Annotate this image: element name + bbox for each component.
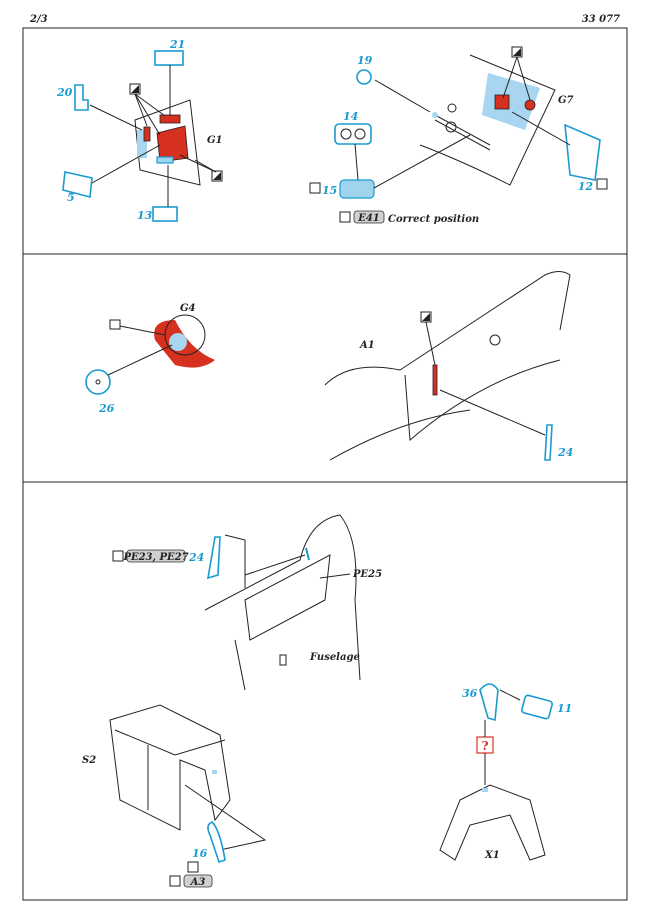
fold-icon: [187, 861, 199, 873]
part-label: 14: [343, 110, 358, 123]
part-36: [479, 683, 499, 722]
note-text: Correct position: [388, 214, 479, 225]
assembly-label: G7: [558, 95, 574, 106]
part-label: 36: [462, 687, 478, 700]
part-label: 11: [557, 702, 572, 715]
remove-icon: [112, 550, 124, 562]
kit-number: 33 077: [582, 14, 620, 25]
part-label: 24: [557, 446, 573, 459]
assembly-label: A1: [359, 340, 375, 351]
part-label: 13: [137, 209, 153, 222]
part-label: 24: [188, 551, 204, 564]
part-24: [544, 424, 553, 461]
part-label: 15: [322, 184, 337, 197]
part-label: 21: [169, 38, 185, 51]
part-ref-tag: [183, 874, 213, 888]
g7-panel-drawing: [419, 54, 556, 186]
part-ref: PE23, PE27: [122, 552, 188, 563]
x1-frame-drawing: [439, 784, 546, 861]
part-12: [564, 123, 601, 181]
assembly-label: G4: [180, 303, 196, 314]
part-13: [152, 206, 178, 222]
assembly-label: Fuselage: [309, 652, 360, 663]
part-24: [206, 536, 221, 580]
part-label: 5: [67, 191, 75, 204]
step-3-panel: PE23, PE27 24 PE25 Fuselage S2 16 A3 36 …: [82, 514, 572, 888]
fold-icon: [596, 178, 608, 190]
part-14: [334, 123, 372, 145]
s2-frame-drawing: [109, 704, 231, 831]
part-label: 20: [56, 86, 73, 99]
part-ref: E41: [357, 213, 380, 224]
part-21: [154, 50, 184, 66]
page-frame: [22, 27, 628, 901]
part-label: 16: [192, 847, 208, 860]
part-label: 19: [357, 54, 373, 67]
part-26: [85, 369, 111, 395]
paint-icon: [211, 170, 223, 182]
part-15: [339, 179, 375, 199]
remove-icon: [169, 875, 181, 887]
fold-icon: [309, 182, 321, 194]
part-11: [521, 694, 553, 720]
paint-icon: [109, 319, 121, 330]
part-label: 12: [578, 180, 594, 193]
a1-fuselage-drawing: [324, 271, 571, 461]
page-number: 2/3: [29, 14, 48, 25]
part-19: [356, 69, 372, 85]
part-label: 26: [98, 402, 115, 415]
step-2-panel: G4 26 A1 24: [85, 271, 573, 461]
assembly-label: S2: [82, 755, 96, 766]
assembly-label: G1: [207, 135, 223, 146]
question-mark: ?: [481, 739, 488, 753]
remove-icon: [339, 211, 351, 223]
part-ref-tag: [353, 210, 385, 224]
assembly-label: PE25: [352, 569, 382, 580]
fuselage-cockpit-drawing: [204, 514, 361, 691]
assembly-label: X1: [484, 850, 500, 861]
part-20: [74, 84, 89, 111]
part-ref-tag: [126, 549, 186, 563]
g1-panel-drawing: [134, 99, 201, 186]
part-5: [62, 171, 93, 199]
part-16: [207, 821, 226, 864]
part-ref: A3: [190, 877, 206, 888]
step-1-panel: 21 20 G1 5 13 G7 12 19: [56, 38, 608, 225]
